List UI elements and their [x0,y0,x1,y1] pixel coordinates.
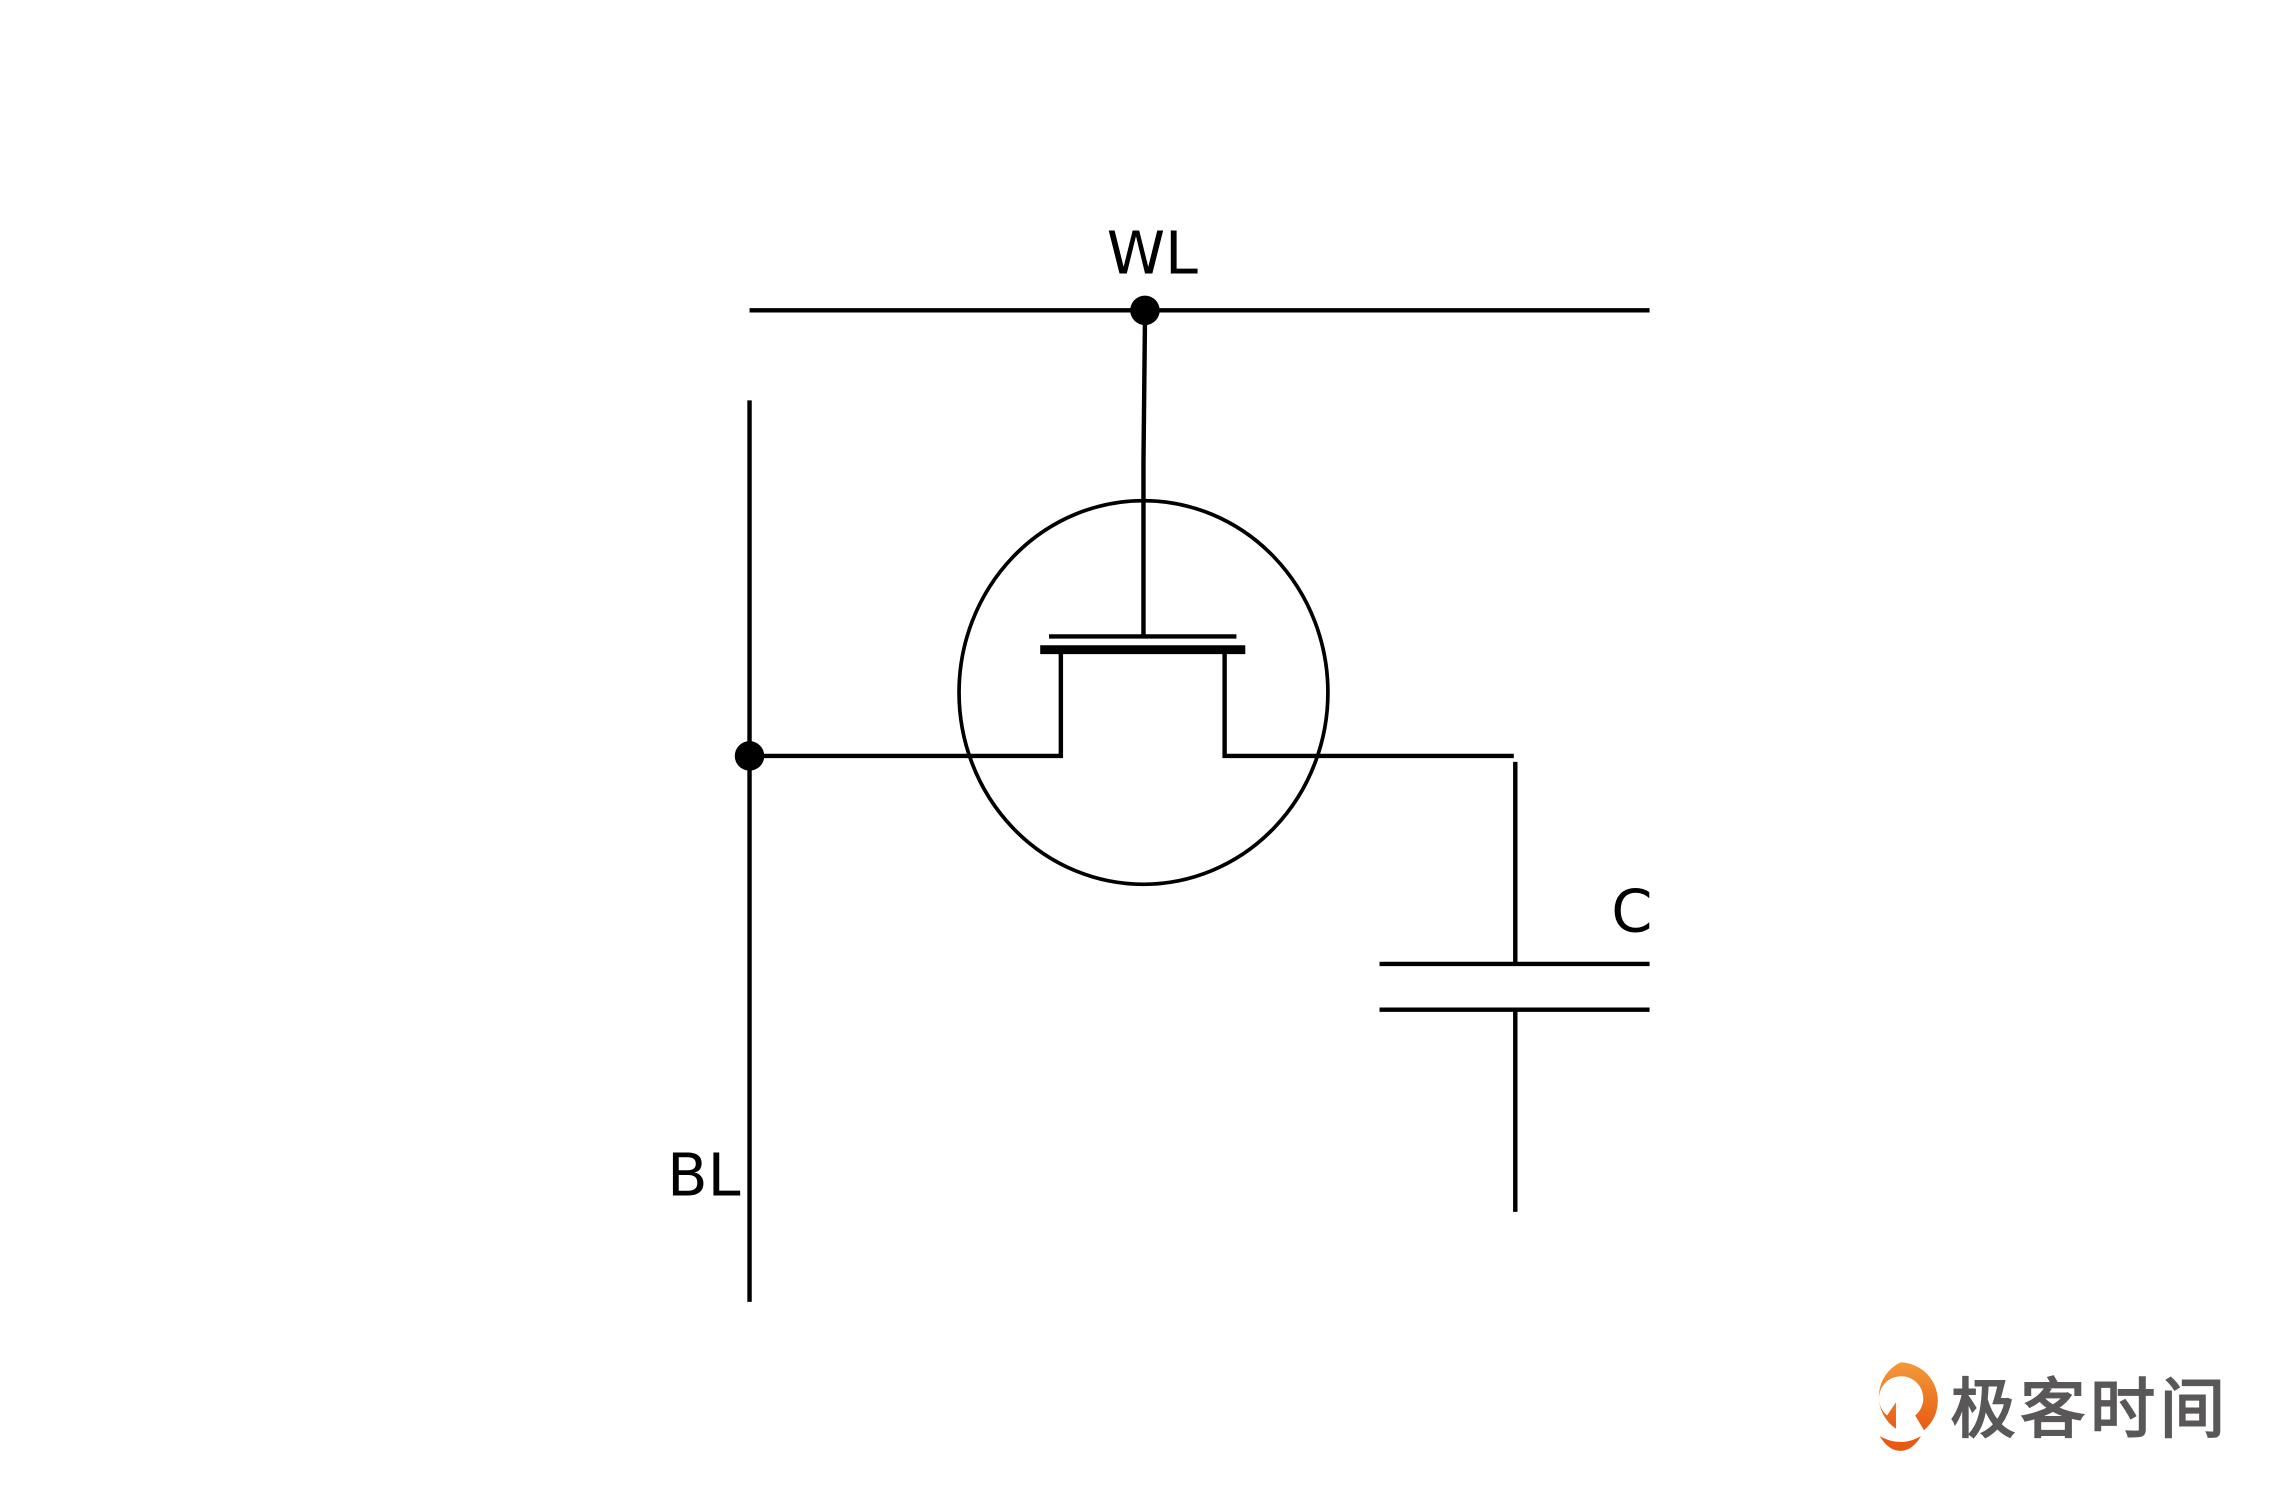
source-terminal [749,649,1064,759]
word-line-junction-dot [1130,295,1160,326]
word-line-label: WL [1107,218,1198,287]
logo-mark-icon [1878,1362,1938,1451]
geektime-logo: 极客时间 [1878,1362,2225,1451]
transistor-outline [957,498,1330,887]
logo-text: 极客时间 [1951,1373,2225,1448]
gate-wire [1141,322,1148,637]
capacitor-label: C [1611,877,1652,946]
bit-line-label: BL [667,1141,740,1210]
bit-line-junction-dot [734,741,765,771]
drain-terminal [1222,649,1514,759]
